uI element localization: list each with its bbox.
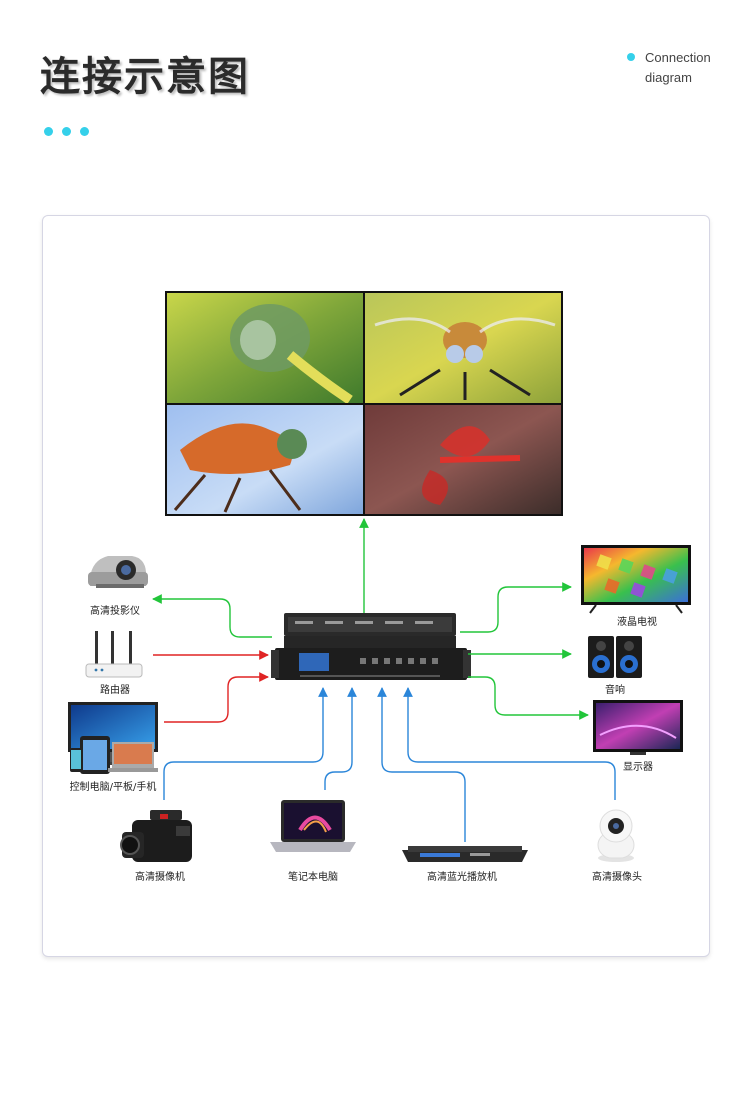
label-hd-camera: 高清摄像头 [592, 870, 642, 883]
bluray-player-icon [402, 846, 528, 862]
page-title: 连接示意图 [40, 54, 250, 100]
english-title-line2: diagram [645, 70, 692, 85]
input-line-bluray [377, 687, 466, 842]
input-line-camcorder [163, 687, 328, 800]
label-router: 路由器 [100, 683, 130, 696]
video-wall-tile [167, 293, 363, 405]
decorative-dots [44, 127, 89, 136]
output-line-display [468, 676, 589, 720]
english-title: Connection diagram [627, 48, 711, 88]
label-control-pc: 控制电脑/平板/手机 [70, 780, 157, 793]
input-line-control-pc [164, 672, 269, 723]
label-laptop: 笔记本电脑 [288, 870, 338, 883]
matrix-switcher [271, 613, 471, 680]
input-line-laptop [324, 687, 357, 790]
video-wall-tile [167, 405, 363, 514]
monitor-icon [593, 700, 683, 755]
label-projector: 高清投影仪 [90, 604, 140, 617]
bullet-dot-icon [627, 53, 635, 61]
security-camera-icon [597, 809, 635, 862]
video-wall-tile [365, 405, 561, 514]
red-input-lines [153, 650, 269, 723]
dot-icon [44, 127, 53, 136]
output-lines [152, 518, 589, 720]
laptop-icon [270, 800, 356, 852]
label-lcd-tv: 液晶电视 [617, 615, 657, 628]
output-line-projector [152, 594, 272, 638]
speaker-icon [588, 636, 642, 678]
output-line-lcd-tv [460, 582, 572, 633]
video-wall-tile [365, 293, 561, 403]
label-hd-camcorder: 高清摄像机 [135, 870, 185, 883]
label-speaker: 音响 [605, 683, 625, 696]
camcorder-icon [120, 810, 192, 862]
english-title-line1: Connection [645, 50, 711, 65]
projector-icon [88, 556, 148, 588]
dot-icon [62, 127, 71, 136]
blue-input-lines [163, 687, 616, 842]
router-icon [85, 631, 143, 678]
dot-icon [80, 127, 89, 136]
video-wall [165, 291, 563, 516]
computer-tablet-phone-icon [68, 702, 158, 774]
label-display: 显示器 [623, 761, 653, 773]
label-bluray-player: 高清蓝光播放机 [427, 870, 497, 883]
input-line-hd-camera [403, 687, 616, 800]
lcd-tv-icon [581, 545, 691, 614]
